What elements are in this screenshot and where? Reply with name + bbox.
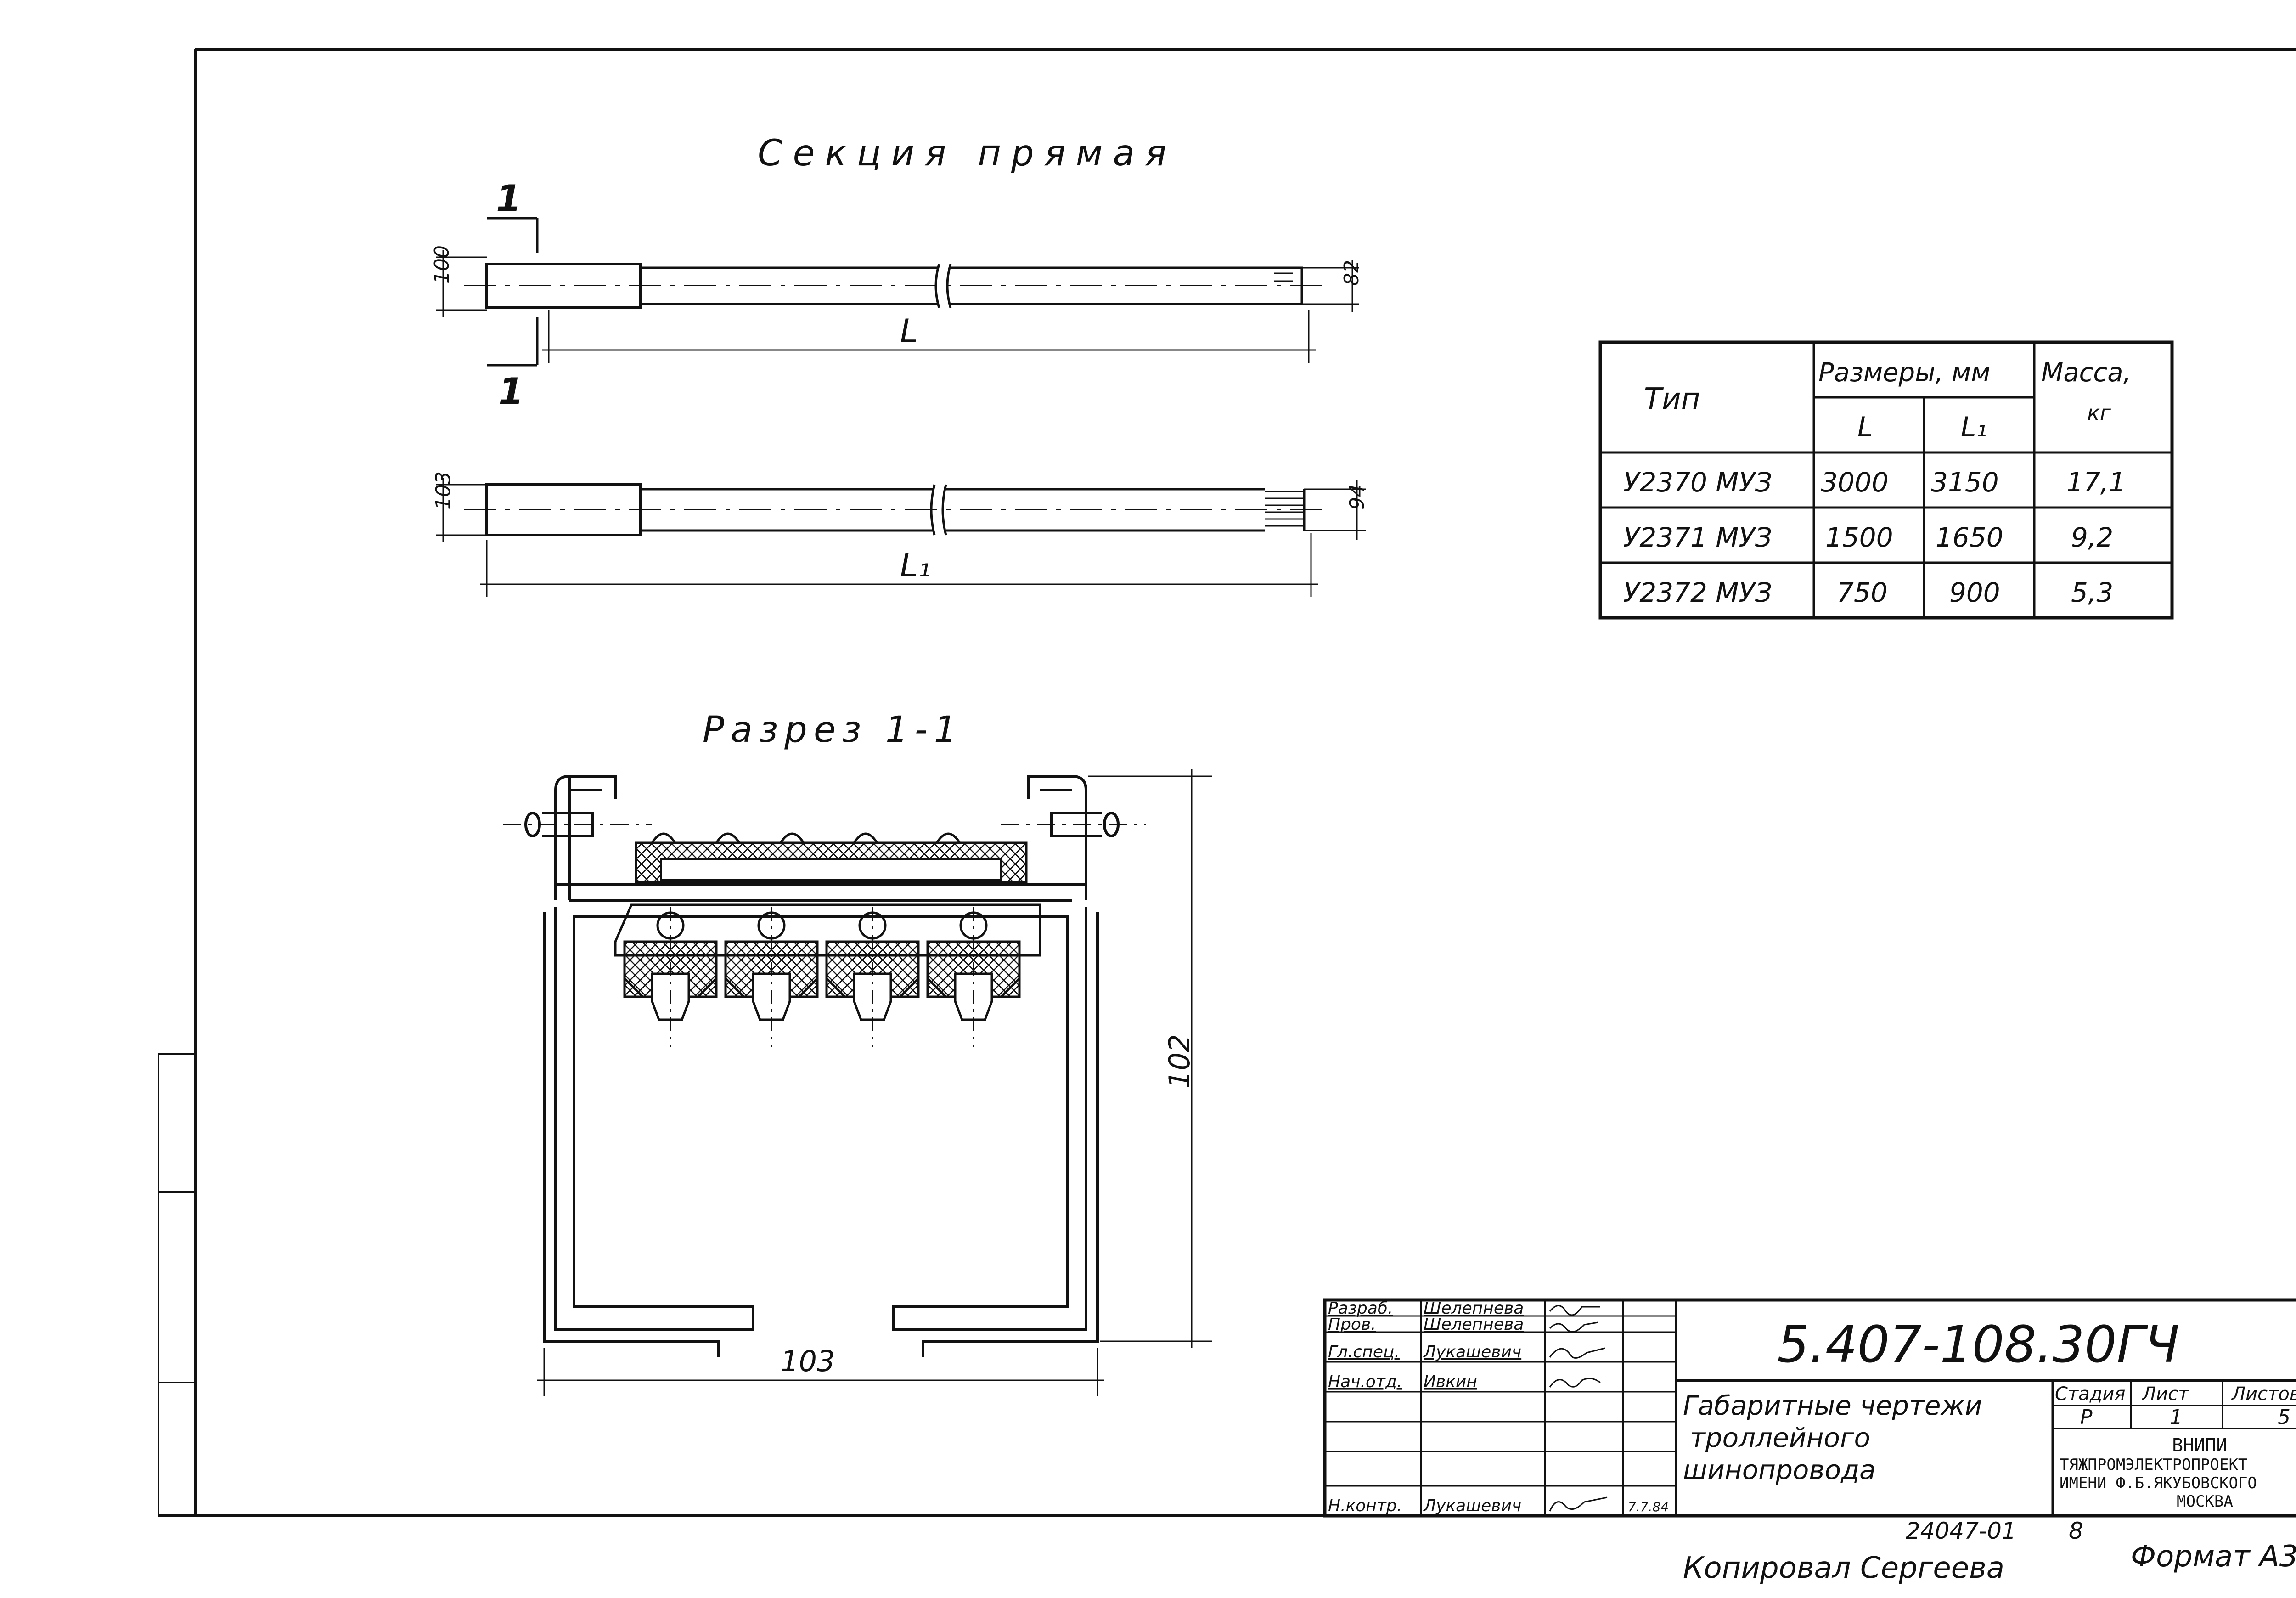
table-sub-L: L — [1857, 411, 1873, 443]
doc-title-line2: троллейного — [1690, 1422, 1870, 1453]
table-header-sizes: Размеры, мм — [1818, 358, 1990, 388]
signer-role: Нач.отд. — [1328, 1372, 1402, 1391]
signer-role: Н.контр. — [1328, 1496, 1402, 1515]
org-line4: МОСКВА — [2177, 1492, 2233, 1511]
stage-label: Стадия — [2055, 1383, 2125, 1405]
busbar-holder — [926, 907, 1021, 1047]
table-cell-type: У2370 МУЗ — [1623, 467, 1772, 498]
org-line1: ВНИПИ — [2172, 1435, 2227, 1456]
cut-title: Разрез 1-1 — [703, 709, 963, 751]
signer-role: Гл.спец. — [1328, 1343, 1400, 1361]
table-cell-mass: 5,3 — [2071, 577, 2113, 608]
section-dim-height: 102 — [1163, 1034, 1196, 1089]
org-line3: ИМЕНИ Ф.Б.ЯКУБОВСКОГО — [2060, 1474, 2257, 1492]
busbar-holder — [623, 907, 718, 1047]
cut-mark-bottom: 1 — [498, 370, 524, 413]
table-cell-type: У2372 МУЗ — [1623, 577, 1772, 608]
signer-name: Лукашевич — [1423, 1343, 1521, 1361]
table-cell-L1: 1650 — [1936, 522, 2003, 553]
signer-role: Разраб. — [1328, 1299, 1393, 1318]
sheet-frame — [158, 48, 2296, 1517]
org-line2: ТЯЖПРОМЭЛЕКТРОПРОЕКТ — [2060, 1456, 2247, 1474]
top-dim-left: 100 — [430, 245, 454, 284]
top-dim-right: 82 — [1340, 260, 1363, 286]
table-cell-mass: 17,1 — [2066, 467, 2126, 498]
inv-sheet: 8 — [2069, 1518, 2083, 1544]
table-cell-type: У2371 МУЗ — [1623, 522, 1772, 553]
section-title: Секция прямая — [758, 133, 1176, 174]
doc-code: 5.407-108.30ГЧ — [1777, 1315, 2179, 1374]
sheet-label: Лист — [2141, 1383, 2189, 1405]
bottom-dim-left: 103 — [432, 471, 455, 510]
busbar-holder — [724, 907, 819, 1047]
table-sub-L1: L₁ — [1961, 411, 1987, 443]
title-block — [1323, 1298, 2296, 1518]
stage-value: Р — [2080, 1406, 2093, 1429]
signer-date: 7.7.84 — [1628, 1499, 1669, 1514]
sheets-value: 5 — [2278, 1406, 2290, 1429]
cut-mark-top: 1 — [496, 177, 522, 220]
signer-name: Шелепнева — [1424, 1315, 1524, 1334]
spec-table — [1598, 340, 2174, 620]
table-header-mass: Масса, — [2041, 358, 2131, 388]
busbar-holders — [623, 907, 1021, 1047]
signer-name: Шелепнева — [1424, 1299, 1524, 1318]
table-cell-L: 750 — [1837, 577, 1888, 608]
signer-name: Лукашевич — [1423, 1496, 1521, 1515]
section-dimensions — [537, 769, 1212, 1396]
table-cell-L: 1500 — [1825, 522, 1893, 553]
section-dim-width: 103 — [781, 1344, 835, 1378]
copied-by: Копировал Сергеева — [1683, 1551, 2004, 1585]
doc-title-line1: Габаритные чертежи — [1683, 1390, 1982, 1421]
bottom-dim-length: L₁ — [900, 547, 931, 584]
sheet-value: 1 — [2170, 1406, 2183, 1429]
top-view — [436, 217, 1359, 367]
signer-role: Пров. — [1328, 1315, 1376, 1334]
table-header-type: Тип — [1644, 382, 1700, 416]
inv-number: 24047-01 — [1906, 1518, 2016, 1544]
table-cell-L1: 3150 — [1931, 467, 1999, 498]
bottom-view — [436, 478, 1366, 597]
table-cell-mass: 9,2 — [2071, 522, 2113, 553]
signer-name: Ивкин — [1424, 1372, 1477, 1391]
section-view — [503, 775, 1146, 1357]
table-cell-L: 3000 — [1821, 467, 1889, 498]
busbar-holder — [825, 907, 920, 1047]
signature-marks — [1549, 1305, 1608, 1512]
sheets-label: Листов — [2231, 1383, 2296, 1405]
bottom-dim-right: 94 — [1345, 484, 1369, 510]
top-dim-length: L — [900, 312, 918, 350]
table-header-mass-unit: кг — [2087, 401, 2111, 425]
table-cell-L1: 900 — [1949, 577, 2000, 608]
format-label: Формат А3 — [2131, 1540, 2296, 1574]
doc-title-line3: шинопровода — [1683, 1454, 1876, 1485]
